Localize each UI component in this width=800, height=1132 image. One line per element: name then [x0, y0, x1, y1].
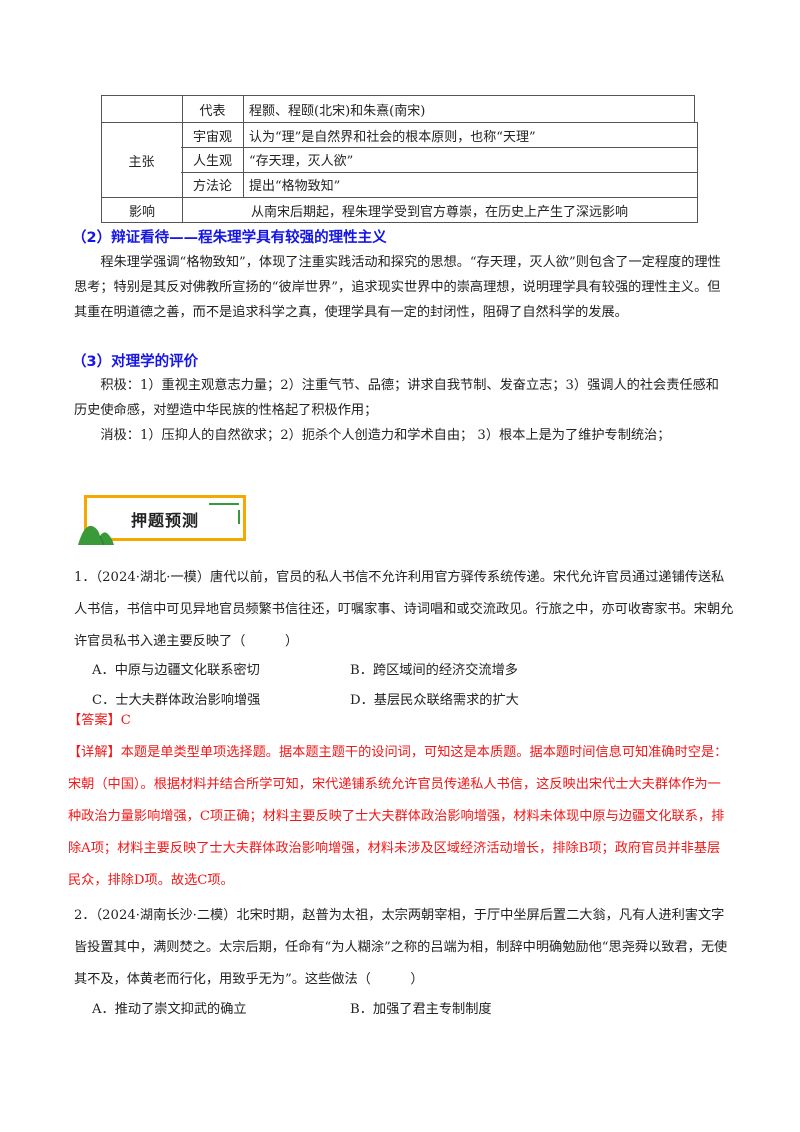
option-b[interactable]: B．加强了君主专制制度	[350, 1002, 492, 1017]
table-cell-value: “存天理，灭人欲”	[249, 154, 354, 169]
table-row: 宇宙观 认为“理”是自然界和社会的根本原则，也称“天理”	[101, 122, 698, 148]
table-cell-value: 程颢、程颐(北宋)和朱熹(南宋)	[249, 103, 426, 119]
option-a[interactable]: A．中原与边疆文化联系密切	[92, 663, 260, 678]
section-banner: 押题预测	[84, 495, 246, 541]
paragraph-negative: 消极：1）压抑人的自然欲求；2）扼杀个人创造力和学术自由； 3）根本上是为了维护…	[100, 428, 671, 443]
paragraph: 程朱理学强调“格物致知”，体现了注重实践活动和探究的思想。“存天理，灭人欲”则包…	[74, 255, 721, 320]
answer-block: 【答案】C 【详解】本题是单类型单项选择题。据本题主题干的设问词，可知这是本质题…	[68, 705, 733, 897]
table-row: 代表 程颢、程颐(北宋)和朱熹(南宋)	[101, 95, 695, 123]
option-a[interactable]: A．推动了崇文抑武的确立	[92, 1002, 247, 1017]
mountain-icon	[78, 525, 114, 546]
section-body: 积极：1）重视主观意志力量；2）注重气节、品德；讲求自我节制、发奋立志；3）强调…	[74, 373, 726, 448]
table-cell-value: 从南宋后期起，程朱理学受到官方尊崇，在历史上产生了深远影响	[250, 204, 628, 220]
answer-explanation: 【详解】本题是单类型单项选择题。据本题主题干的设问词，可知这是本质题。据本题时间…	[68, 745, 728, 888]
option-c[interactable]: C．士大夫群体政治影响增强	[92, 693, 261, 708]
section-body: 程朱理学强调“格物致知”，体现了注重实践活动和探究的思想。“存天理，灭人欲”则包…	[74, 250, 726, 325]
section-heading: （3）对理学的评价	[72, 354, 199, 370]
option-b[interactable]: B．跨区域间的经济交流增多	[350, 663, 518, 678]
table-row: 影响 从南宋后期起，程朱理学受到官方尊崇，在历史上产生了深远影响	[101, 197, 698, 223]
table-cell-label: 方法论	[192, 179, 232, 194]
table-cell-label: 代表	[199, 103, 226, 119]
answer-label: 【答案】C	[68, 713, 131, 728]
table-cell-value: 认为“理”是自然界和社会的根本原则，也称“天理”	[249, 129, 536, 145]
table-cell-label: 人生观	[192, 154, 232, 169]
table-cell-label: 影响	[128, 204, 155, 220]
option-d[interactable]: D．基层民众联络需求的扩大	[350, 693, 519, 708]
banner-title: 押题预测	[130, 511, 199, 530]
table-cell-value: 提出“格物致知”	[249, 179, 341, 194]
question-1-stem: 1．（2024·湖北·一模）唐代以前，官员的私人书信不允许利用官方驿传系统传递。…	[74, 570, 734, 649]
table-row: 人生观 “存天理，灭人欲”	[101, 147, 698, 173]
table-row: 方法论 提出“格物致知”	[101, 172, 698, 198]
question-2-stem: 2．（2024·湖南长沙·二模）北宋时期，赵普为太祖，太宗两朝宰相，于厅中坐屏后…	[74, 908, 728, 987]
corner-accent-icon	[209, 503, 240, 524]
table-cell-group-label: 主张	[102, 123, 181, 198]
table-cell-label: 宇宙观	[192, 129, 232, 145]
paragraph-positive: 积极：1）重视主观意志力量；2）注重气节、品德；讲求自我节制、发奋立志；3）强调…	[74, 378, 719, 418]
section-heading: （2）辩证看待——程朱理学具有较强的理性主义	[72, 230, 387, 246]
